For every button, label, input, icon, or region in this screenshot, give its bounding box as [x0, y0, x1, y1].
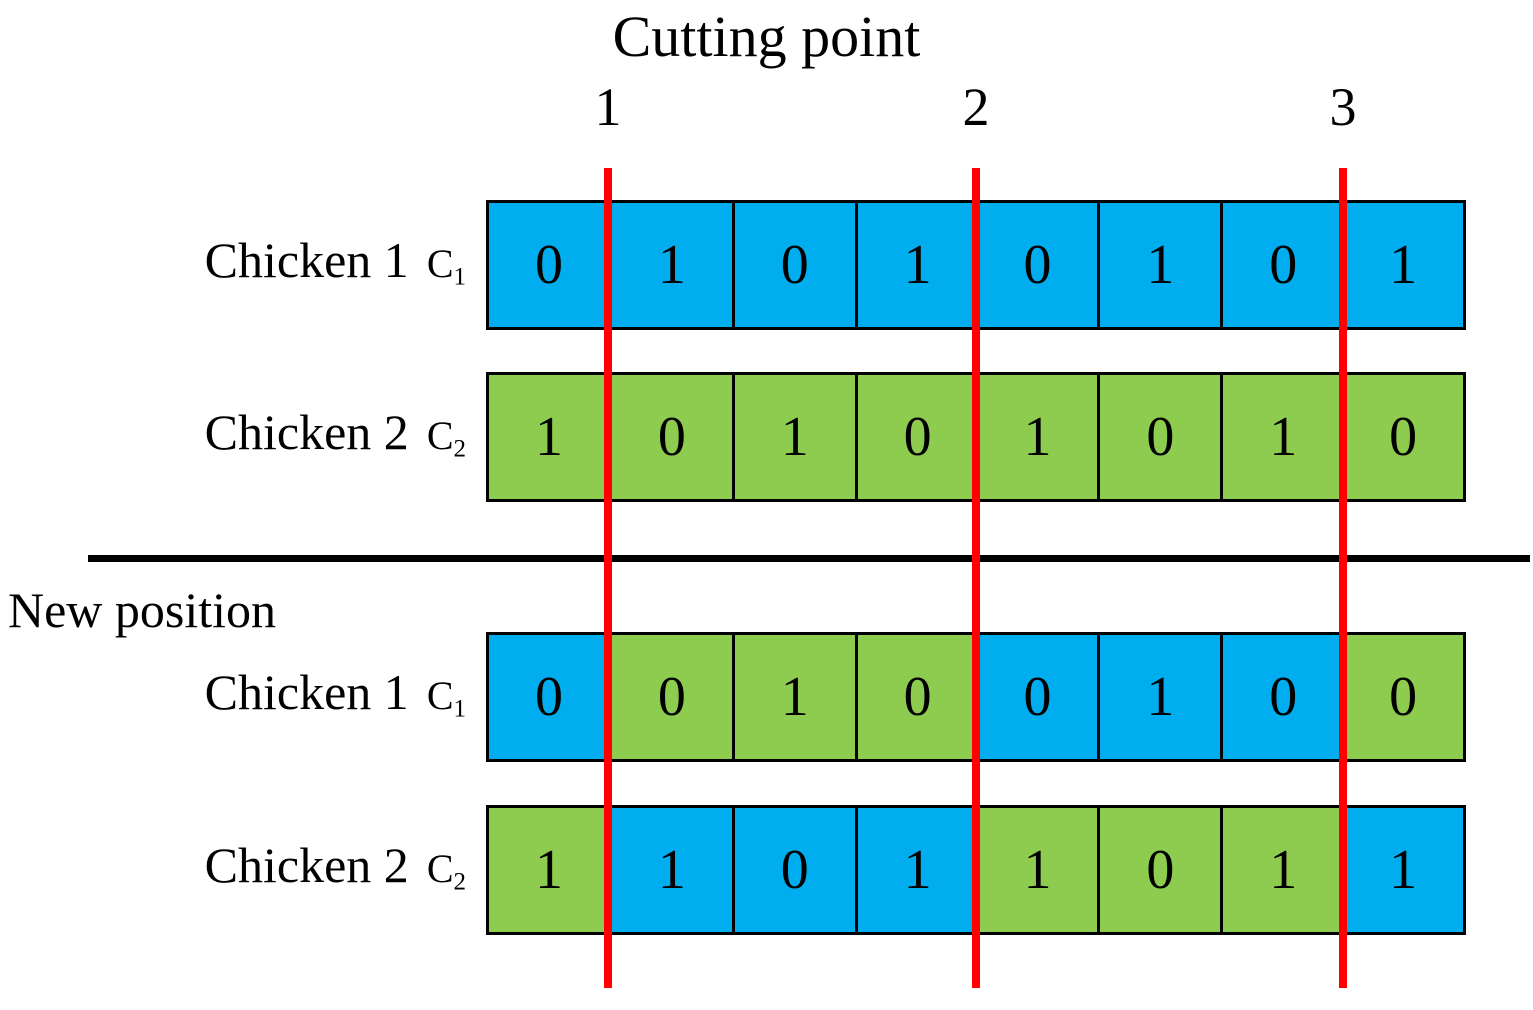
row-variable-c1: C1: [426, 241, 466, 291]
gene-cell: 1: [611, 203, 735, 327]
row-variable-subscript: 2: [453, 435, 467, 463]
gene-cell: 0: [1100, 808, 1224, 932]
gene-cell: 0: [489, 635, 612, 759]
cut-point-number-2: 2: [962, 77, 990, 137]
gene-cell: 0: [1343, 635, 1463, 759]
section-label-new-position: New position: [8, 582, 277, 638]
chromosome-row-parent-chicken-2: 1 0 1 0 1 0 1 0: [486, 372, 1466, 502]
section-divider: [88, 555, 1530, 562]
gene-cell: 1: [1223, 375, 1344, 499]
cut-line-2: [972, 168, 980, 988]
gene-cell: 0: [1223, 203, 1344, 327]
row-variable-subscript: 2: [453, 868, 467, 896]
row-variable-subscript: 1: [453, 263, 467, 291]
row-variable-c2: C2: [426, 413, 466, 463]
gene-cell: 1: [977, 375, 1101, 499]
gene-cell: 0: [1223, 635, 1344, 759]
gene-cell: 1: [857, 203, 978, 327]
row-variable-c1: C1: [426, 673, 466, 723]
row-label-text: Chicken 1: [204, 664, 409, 720]
gene-cell: 1: [1223, 808, 1344, 932]
gene-cell: 1: [1100, 203, 1224, 327]
gene-cell: 0: [611, 375, 735, 499]
row-label-text: Chicken 2: [204, 837, 409, 893]
cut-line-1: [604, 168, 612, 988]
chromosome-row-offspring-chicken-1: 0 0 1 0 0 1 0 0: [486, 632, 1466, 762]
gene-cell: 1: [734, 635, 858, 759]
row-label-offspring-chicken-1: Chicken 1 C1: [86, 665, 466, 737]
row-label-parent-chicken-1: Chicken 1 C1: [86, 233, 466, 305]
cut-point-number-1: 1: [594, 77, 622, 137]
chromosome-row-offspring-chicken-2: 1 1 0 1 1 0 1 1: [486, 805, 1466, 935]
gene-cell: 1: [489, 808, 612, 932]
gene-cell: 0: [1100, 375, 1224, 499]
gene-cell: 0: [611, 635, 735, 759]
row-label-text: Chicken 1: [204, 232, 409, 288]
chromosome-row-parent-chicken-1: 0 1 0 1 0 1 0 1: [486, 200, 1466, 330]
gene-cell: 0: [857, 635, 978, 759]
cut-point-number-3: 3: [1329, 77, 1357, 137]
gene-cell: 1: [857, 808, 978, 932]
gene-cell: 0: [489, 203, 612, 327]
gene-cell: 1: [1343, 808, 1463, 932]
gene-cell: 1: [489, 375, 612, 499]
page-title: Cutting point: [612, 4, 921, 69]
gene-cell: 0: [857, 375, 978, 499]
row-label-offspring-chicken-2: Chicken 2 C2: [86, 838, 466, 910]
gene-cell: 1: [611, 808, 735, 932]
row-variable-c2: C2: [426, 846, 466, 896]
row-variable-subscript: 1: [453, 695, 467, 723]
row-label-parent-chicken-2: Chicken 2 C2: [86, 405, 466, 477]
gene-cell: 1: [1100, 635, 1224, 759]
gene-cell: 0: [1343, 375, 1463, 499]
gene-cell: 1: [734, 375, 858, 499]
row-label-text: Chicken 2: [204, 404, 409, 460]
gene-cell: 0: [734, 203, 858, 327]
gene-cell: 0: [734, 808, 858, 932]
gene-cell: 0: [977, 203, 1101, 327]
gene-cell: 1: [1343, 203, 1463, 327]
cut-line-3: [1339, 168, 1347, 988]
gene-cell: 0: [977, 635, 1101, 759]
gene-cell: 1: [977, 808, 1101, 932]
